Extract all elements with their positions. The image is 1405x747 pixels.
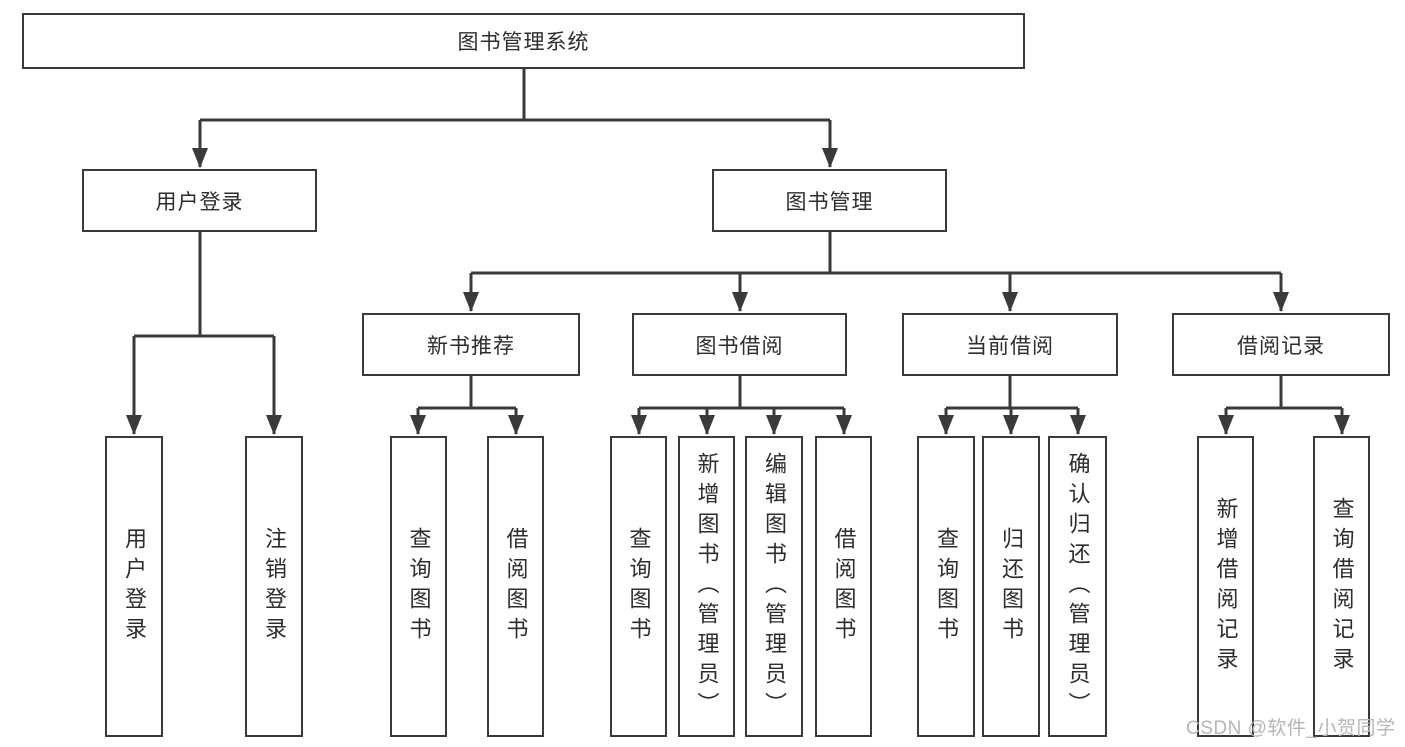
node-leaf-borrow-books-recommend: 借阅图书 bbox=[487, 436, 544, 737]
node-book-borrow: 图书借阅 bbox=[632, 313, 847, 376]
connector-new-book-group bbox=[418, 376, 516, 410]
connector-borrow-records-group bbox=[1226, 376, 1342, 410]
node-leaf-query-borrow-record: 查询借阅记录 bbox=[1313, 436, 1370, 737]
node-leaf-query-books-current: 查询图书 bbox=[917, 436, 975, 737]
connector-root-to-level2 bbox=[200, 69, 830, 122]
connector-current-borrow-group bbox=[946, 376, 1078, 410]
node-leaf-query-books-borrow: 查询图书 bbox=[610, 436, 667, 737]
node-leaf-borrow-books: 借阅图书 bbox=[815, 436, 872, 737]
node-leaf-return-book: 归还图书 bbox=[982, 436, 1040, 737]
node-current-borrow: 当前借阅 bbox=[902, 313, 1118, 376]
node-leaf-add-borrow-record: 新增借阅记录 bbox=[1197, 436, 1254, 737]
node-new-book-recommend: 新书推荐 bbox=[362, 313, 580, 376]
watermark-text: CSDN @软件_小贺同学 bbox=[1186, 718, 1396, 739]
node-leaf-logout: 注销登录 bbox=[245, 436, 303, 737]
connector-book-borrow-group bbox=[639, 376, 844, 410]
node-borrow-records: 借阅记录 bbox=[1172, 313, 1390, 376]
node-user-login: 用户登录 bbox=[82, 169, 317, 232]
node-leaf-confirm-return-admin: 确认归还（管理员） bbox=[1048, 436, 1107, 737]
node-book-management: 图书管理 bbox=[712, 169, 947, 232]
node-leaf-user-login: 用户登录 bbox=[105, 436, 163, 737]
connector-book-management-to-level3 bbox=[471, 232, 1281, 275]
node-leaf-edit-book-admin: 编辑图书（管理员） bbox=[745, 436, 803, 737]
node-leaf-add-book-admin: 新增图书（管理员） bbox=[678, 436, 735, 737]
node-library-system: 图书管理系统 bbox=[22, 13, 1025, 69]
connector-user-login-group bbox=[134, 232, 274, 338]
node-leaf-query-books-recommend: 查询图书 bbox=[390, 436, 447, 737]
